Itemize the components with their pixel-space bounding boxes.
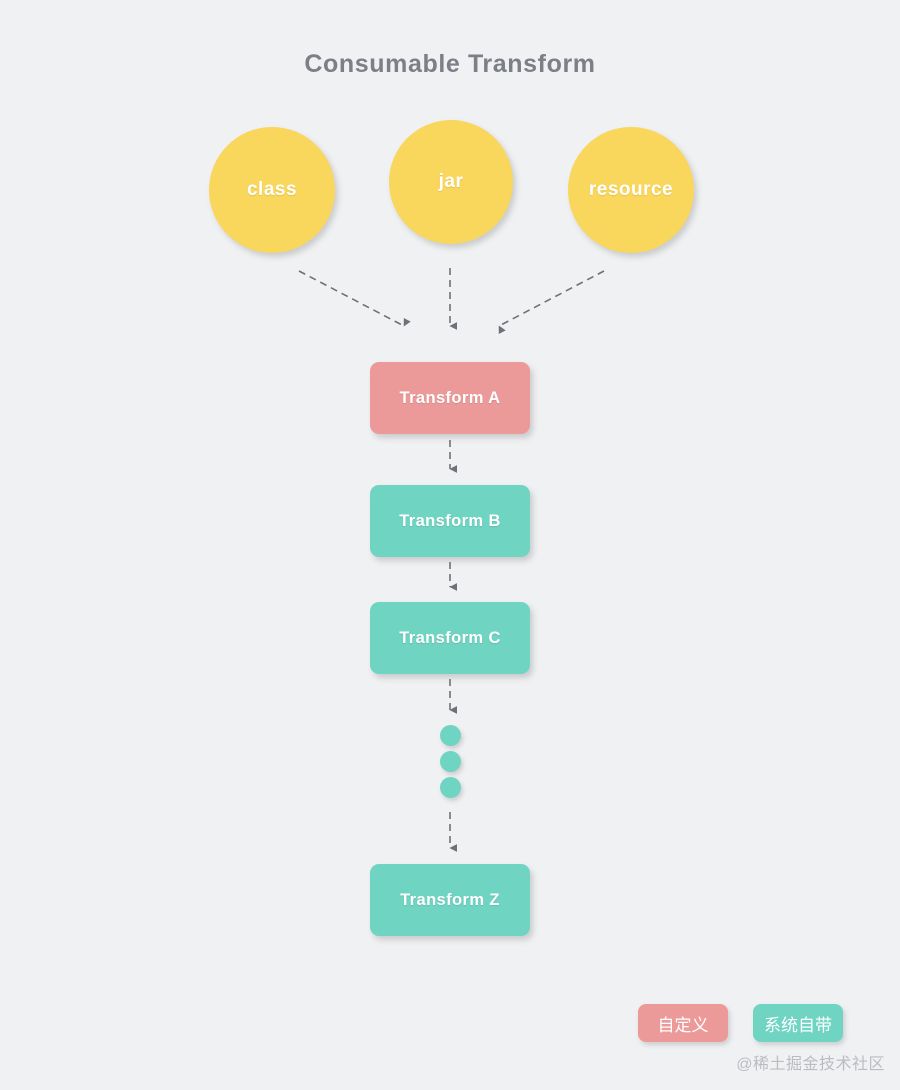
legend-item-system-label: 系统自带 bbox=[764, 1015, 832, 1035]
transform-node-c-label: Transform C bbox=[399, 628, 501, 647]
watermark: @稀土掘金技术社区 bbox=[736, 1056, 885, 1073]
ellipsis-dot bbox=[440, 751, 461, 772]
legend-item-custom[interactable]: 自定义 bbox=[638, 1004, 728, 1042]
page-title: Consumable Transform bbox=[304, 50, 596, 78]
ellipsis-dot bbox=[440, 725, 461, 746]
transform-node-b-label: Transform B bbox=[399, 511, 501, 530]
transform-node-b[interactable]: Transform B bbox=[370, 485, 530, 557]
source-node-class-label: class bbox=[246, 179, 298, 200]
source-node-jar-label: jar bbox=[438, 171, 464, 192]
ellipsis-dot bbox=[440, 777, 461, 798]
transform-node-a-label: Transform A bbox=[399, 388, 501, 407]
source-node-resource-label: resource bbox=[588, 179, 674, 200]
arrow-resource-to-transform-a bbox=[498, 270, 605, 335]
legend-item-custom-label: 自定义 bbox=[657, 1015, 709, 1035]
transform-node-z-label: Transform Z bbox=[400, 890, 500, 909]
source-node-resource[interactable]: resource bbox=[568, 127, 694, 253]
source-node-class[interactable]: class bbox=[209, 127, 335, 253]
source-node-jar[interactable]: jar bbox=[389, 120, 513, 244]
transform-node-c[interactable]: Transform C bbox=[370, 602, 530, 674]
transform-node-a[interactable]: Transform A bbox=[370, 362, 530, 434]
legend-item-system[interactable]: 系统自带 bbox=[753, 1004, 843, 1042]
arrow-class-to-transform-a bbox=[298, 270, 411, 327]
transform-node-z[interactable]: Transform Z bbox=[370, 864, 530, 936]
